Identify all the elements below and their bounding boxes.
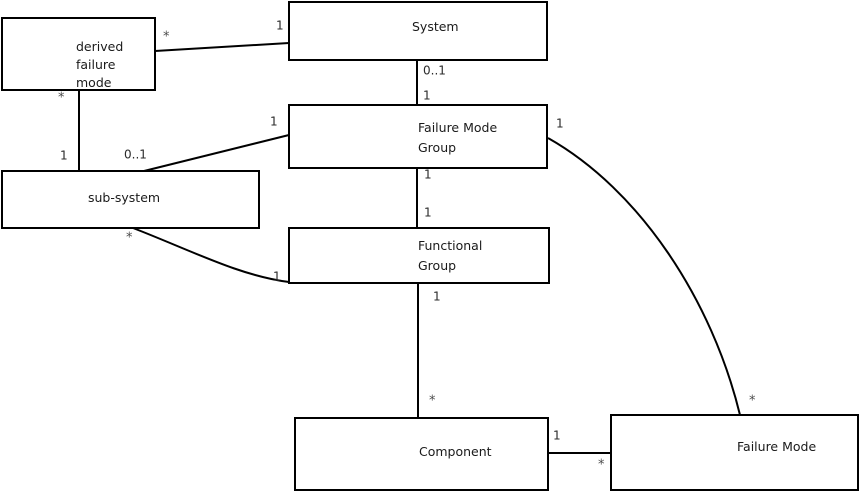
class-box-label-line: Failure Mode: [737, 439, 816, 454]
association-line-derived-failure-mode-to-system[interactable]: [154, 42, 290, 52]
multiplicity-label-mult-fg-component-top: 1: [433, 290, 441, 304]
multiplicity-label-mult-system-fmg-top: 0..1: [423, 64, 446, 78]
association-line-sub-system-to-functional-group[interactable]: [132, 227, 290, 283]
association-lines-layer: [78, 42, 741, 454]
class-box-label-line: Group: [418, 258, 456, 273]
class-box-component[interactable]: Component: [294, 417, 549, 491]
multiplicity-label-mult-dfm-subsystem-top: *: [58, 91, 65, 106]
class-box-label-line: Group: [418, 140, 456, 155]
multiplicity-label-mult-dfm-system-near: *: [163, 30, 170, 45]
multiplicity-label-mult-subsystem-fmg-near: 0..1: [124, 148, 147, 162]
class-box-border-failure-mode: [610, 414, 859, 491]
class-box-label-derived-failure-mode: derived failure mode: [76, 39, 123, 90]
class-box-border-system: [288, 1, 548, 61]
class-box-label-line: Component: [419, 444, 492, 459]
class-box-label-line: derived: [76, 39, 123, 54]
multiplicity-label-mult-fmg-fg-top: 1: [424, 168, 432, 182]
multiplicity-label-mult-system-fmg-bottom: 1: [423, 89, 431, 103]
class-box-label-component: Component: [419, 444, 492, 459]
class-box-label-failure-mode: Failure Mode: [737, 439, 816, 454]
class-box-border-component: [294, 417, 549, 491]
class-box-label-line: System: [412, 19, 459, 34]
multiplicity-label-mult-dfm-system-far: 1: [276, 19, 284, 33]
multiplicity-label-mult-dfm-subsystem-bottom: 1: [60, 149, 68, 163]
class-box-label-line: Functional: [418, 238, 482, 253]
multiplicity-label-mult-component-fm-near: 1: [553, 429, 561, 443]
multiplicity-labels-layer: * 1 0..1 1 * 1 0..1 1 1 1 * 1 1 * 1 * 1 *: [58, 19, 756, 473]
association-line-failure-mode-group-to-failure-mode[interactable]: [547, 137, 741, 416]
class-box-label-line: mode: [76, 75, 112, 90]
multiplicity-label-mult-component-fm-far: *: [598, 458, 605, 473]
association-line-sub-system-to-failure-mode-group[interactable]: [139, 134, 290, 173]
class-box-label-sub-system: sub-system: [88, 190, 160, 205]
multiplicity-label-mult-fg-component-bottom: *: [429, 394, 436, 409]
multiplicity-label-mult-subsystem-fg-near: *: [126, 231, 133, 246]
multiplicity-label-mult-subsystem-fmg-far: 1: [270, 115, 278, 129]
class-box-label-line: Failure Mode: [418, 120, 497, 135]
multiplicity-label-mult-subsystem-fg-far: 1: [273, 270, 281, 284]
class-box-sub-system[interactable]: sub-system: [1, 170, 260, 229]
class-box-border-derived-failure-mode: [1, 17, 156, 91]
class-box-derived-failure-mode[interactable]: derived failure mode: [1, 17, 156, 91]
multiplicity-label-mult-fmg-fg-bottom: 1: [424, 206, 432, 220]
class-box-border-sub-system: [1, 170, 260, 229]
class-box-failure-mode[interactable]: Failure Mode: [610, 414, 859, 491]
class-box-border-failure-mode-group: [288, 104, 548, 169]
class-box-system[interactable]: System: [288, 1, 548, 61]
class-box-border-functional-group: [288, 227, 550, 284]
class-box-label-line: sub-system: [88, 190, 160, 205]
class-box-label-system: System: [412, 19, 459, 34]
multiplicity-label-mult-fmg-fm-near: 1: [556, 117, 564, 131]
multiplicity-label-mult-fmg-fm-far: *: [749, 394, 756, 409]
class-box-label-line: failure: [76, 57, 116, 72]
